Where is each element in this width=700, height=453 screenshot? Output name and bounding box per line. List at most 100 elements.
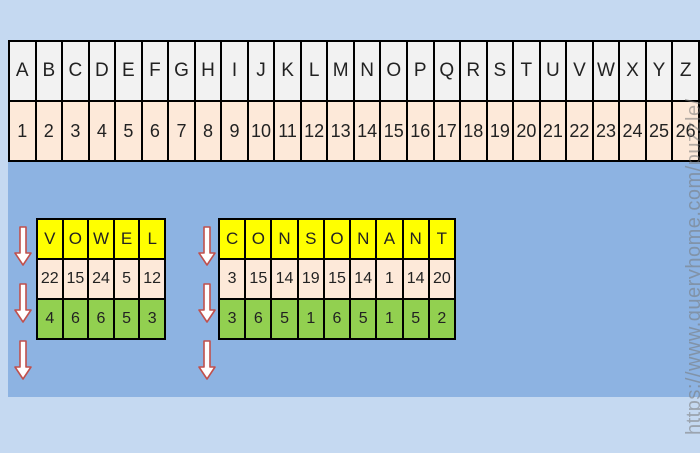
watermark: https://www.queryhome.com/puzzle/ <box>683 98 700 435</box>
consonant-code-cell: 14 <box>349 258 378 300</box>
consonant-letter-cell: A <box>375 218 404 260</box>
consonant-letter-cell: N <box>349 218 378 260</box>
alphabet-letter-cell: V <box>565 40 594 102</box>
alphabet-letter-cell: S <box>485 40 515 102</box>
alphabet-letter-cell: D <box>87 40 117 102</box>
alphabet-letter-cell: Z <box>671 40 700 102</box>
alphabet-letter-cell: W <box>591 40 621 102</box>
alphabet-letter-cell: A <box>8 40 37 102</box>
consonant-sum-cell: 5 <box>401 298 430 340</box>
alphabet-number-cell: 21 <box>538 100 568 162</box>
consonant-code-cell: 14 <box>270 258 299 300</box>
alphabet-number-cell: 22 <box>565 100 594 162</box>
consonant-letter-cell: O <box>322 218 352 260</box>
vowel-letter-cell: E <box>112 218 141 260</box>
down-arrow-icon <box>14 226 32 266</box>
alphabet-number-cell: 4 <box>87 100 117 162</box>
alphabet-number-cell: 24 <box>618 100 647 162</box>
alphabet-letter-cell: U <box>538 40 568 102</box>
down-arrow-icon <box>198 226 216 266</box>
alphabet-letter-cell: L <box>299 40 329 102</box>
alphabet-letter-cell: P <box>405 40 435 102</box>
alphabet-number-cell: 2 <box>34 100 64 162</box>
alphabet-number-cell: 16 <box>405 100 435 162</box>
consonant-letter-cell: O <box>244 218 273 260</box>
alphabet-letter-cell: H <box>193 40 223 102</box>
consonant-code-cell: 20 <box>427 258 457 300</box>
alphabet-number-cell: 9 <box>220 100 249 162</box>
vowel-letter-cell: W <box>87 218 115 260</box>
consonant-sum-cell: 1 <box>375 298 404 340</box>
consonant-letter-cell: S <box>296 218 325 260</box>
alphabet-letter-cell: F <box>140 40 170 102</box>
alphabet-number-cell: 15 <box>379 100 408 162</box>
alphabet-letter-cell: X <box>618 40 647 102</box>
consonant-letter-cell: T <box>427 218 457 260</box>
alphabet-letter-cell: G <box>167 40 196 102</box>
alphabet-number-cell: 20 <box>512 100 541 162</box>
alphabet-number-cell: 25 <box>644 100 674 162</box>
alphabet-number-cell: 18 <box>459 100 488 162</box>
alphabet-number-cell: 13 <box>326 100 355 162</box>
down-arrow-icon <box>198 340 216 380</box>
consonant-letter-cell: N <box>270 218 299 260</box>
down-arrow-icon <box>14 340 32 380</box>
alphabet-number-cell: 19 <box>485 100 515 162</box>
alphabet-number-cell: 11 <box>273 100 302 162</box>
consonant-letter-cell: C <box>217 218 247 260</box>
alphabet-letter-cell: O <box>379 40 408 102</box>
vowel-code-cell: 12 <box>138 258 166 300</box>
alphabet-number-cell: 14 <box>352 100 382 162</box>
alphabet-letter-cell: C <box>61 40 90 102</box>
alphabet-letter-cell: Y <box>644 40 674 102</box>
vowel-code-cell: 24 <box>87 258 115 300</box>
vowel-sum-cell: 5 <box>112 298 141 340</box>
alphabet-number-cell: 17 <box>432 100 462 162</box>
alphabet-letter-cell: M <box>326 40 355 102</box>
consonant-code-cell: 3 <box>217 258 247 300</box>
consonant-sum-cell: 5 <box>270 298 299 340</box>
vowel-letter-cell: O <box>61 218 90 260</box>
consonant-code-cell: 15 <box>322 258 352 300</box>
down-arrow-icon <box>14 283 32 323</box>
alphabet-letter-cell: J <box>246 40 276 102</box>
alphabet-letter-cell: K <box>273 40 302 102</box>
consonant-sum-cell: 5 <box>349 298 378 340</box>
alphabet-letter-cell: T <box>512 40 541 102</box>
consonant-sum-cell: 6 <box>244 298 273 340</box>
alphabet-number-cell: 10 <box>246 100 276 162</box>
vowel-code-cell: 5 <box>112 258 141 300</box>
consonant-letter-cell: N <box>401 218 430 260</box>
consonant-code-cell: 1 <box>375 258 404 300</box>
down-arrow-icon <box>198 283 216 323</box>
consonant-sum-cell: 1 <box>296 298 325 340</box>
alphabet-letter-cell: I <box>220 40 249 102</box>
vowel-code-cell: 22 <box>36 258 64 300</box>
vowel-letter-cell: L <box>138 218 166 260</box>
alphabet-letter-cell: R <box>459 40 488 102</box>
vowel-letter-cell: V <box>36 218 64 260</box>
alphabet-letter-cell: E <box>114 40 143 102</box>
alphabet-number-cell: 3 <box>61 100 90 162</box>
vowel-sum-cell: 3 <box>138 298 166 340</box>
consonant-sum-cell: 3 <box>217 298 247 340</box>
alphabet-number-cell: 6 <box>140 100 170 162</box>
vowel-sum-cell: 6 <box>61 298 90 340</box>
consonant-code-cell: 14 <box>401 258 430 300</box>
vowel-code-cell: 15 <box>61 258 90 300</box>
alphabet-number-cell: 23 <box>591 100 621 162</box>
vowel-sum-cell: 6 <box>87 298 115 340</box>
alphabet-number-cell: 26 <box>671 100 700 162</box>
consonant-code-cell: 19 <box>296 258 325 300</box>
alphabet-number-cell: 1 <box>8 100 37 162</box>
consonant-sum-cell: 2 <box>427 298 457 340</box>
alphabet-letter-cell: B <box>34 40 64 102</box>
consonant-sum-cell: 6 <box>322 298 352 340</box>
